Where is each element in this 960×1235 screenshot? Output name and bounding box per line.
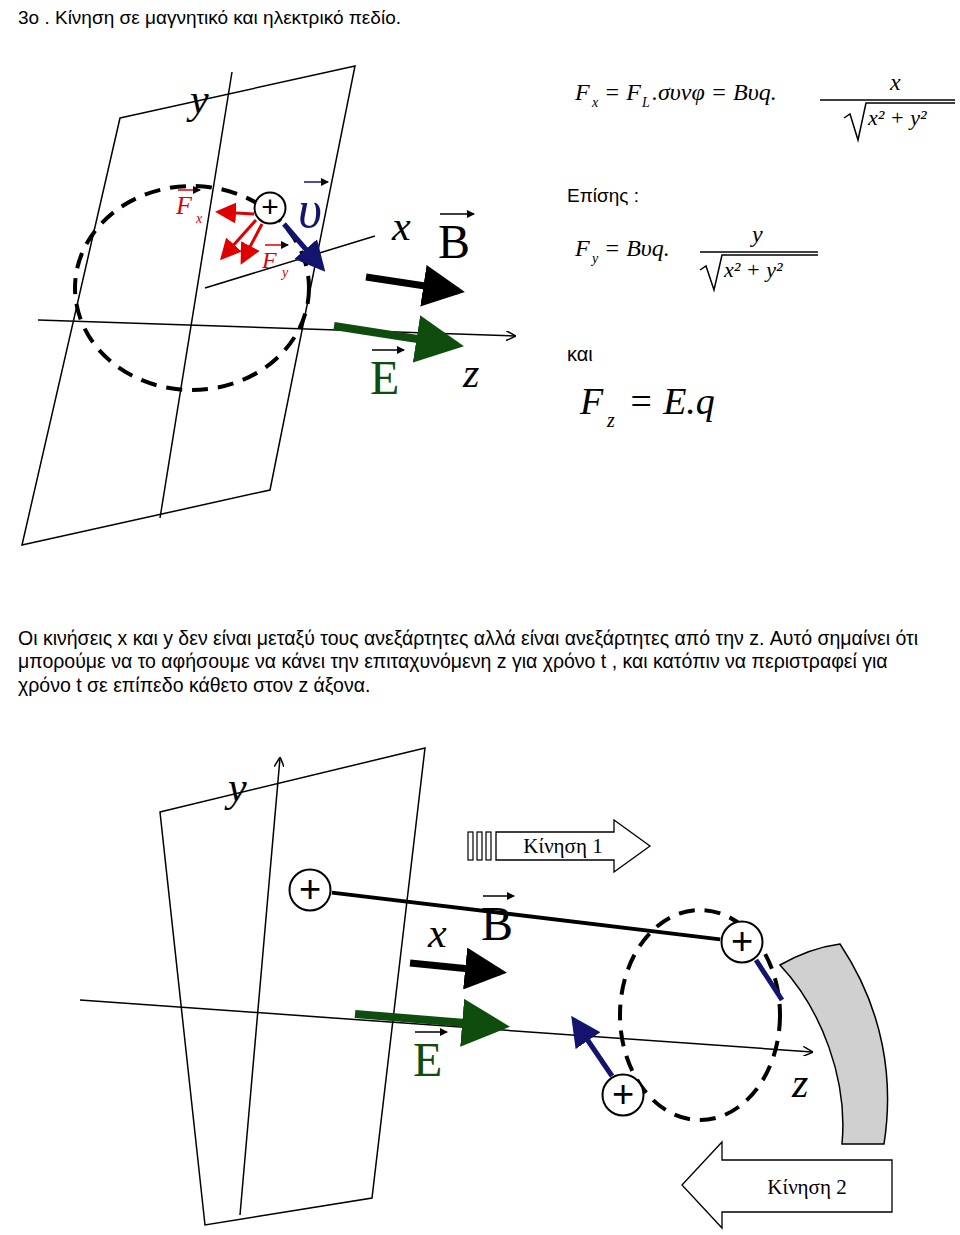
velocity-arrow xyxy=(574,1020,612,1076)
charge-circle: + xyxy=(288,868,332,912)
diagram-label: F xyxy=(575,80,590,104)
diagram-label: y xyxy=(752,222,763,246)
top-plane xyxy=(22,66,515,545)
diagram-label: x xyxy=(196,212,202,226)
diagram-label: F xyxy=(580,382,603,420)
node-text: + xyxy=(261,192,279,222)
rotation-band xyxy=(780,944,888,1144)
diagram-label: και xyxy=(567,344,593,364)
diagram-label: x² + y² xyxy=(868,107,927,129)
diagram-label: B xyxy=(481,900,513,948)
motion-arrow: Κίνηση 1 xyxy=(464,818,652,874)
diagram-label: υ xyxy=(298,184,322,236)
diagram-label: x xyxy=(428,912,447,954)
diagram-label: z xyxy=(607,410,615,430)
bottom-plane xyxy=(80,748,812,1225)
b-field-arrow xyxy=(410,963,500,972)
diagram-label: x xyxy=(890,70,901,94)
diagram-label: y xyxy=(228,766,247,808)
diagram-label: z xyxy=(792,1062,808,1104)
diagram-label: x xyxy=(392,205,411,247)
diagram-label: = F xyxy=(604,80,641,104)
b-field-arrow xyxy=(366,277,458,291)
node-text: + xyxy=(299,870,321,908)
diagram-label: = E.q xyxy=(628,382,715,420)
node-text: Κίνηση 2 xyxy=(767,1177,846,1198)
formula-lines xyxy=(700,100,955,290)
charge-circle: + xyxy=(601,1073,645,1117)
e-field-arrow xyxy=(355,1014,502,1026)
explanation-text: Οι κινήσεις x και y δεν είναι μεταξύ του… xyxy=(18,627,943,697)
diagram-label: Επίσης : xyxy=(567,186,639,205)
trajectory-line xyxy=(332,893,720,940)
node-text: + xyxy=(731,922,753,960)
page-title: 3ο . Κίνηση σε μαγνητικό και ηλεκτρικό π… xyxy=(18,8,401,27)
diagram-label: = Bυq. xyxy=(604,236,670,260)
motion-arrow: Κίνηση 2 xyxy=(680,1140,894,1230)
diagram-label: F xyxy=(575,236,590,260)
force-arrows xyxy=(218,212,262,262)
diagram-label: x xyxy=(592,96,598,110)
orbit-circle xyxy=(620,910,780,1120)
diagram-label: .συνφ = Bυq. xyxy=(652,80,777,104)
node-text: + xyxy=(612,1075,634,1113)
node-text: Κίνηση 1 xyxy=(523,836,602,857)
e-field-arrow xyxy=(334,326,456,345)
diagram-label: B xyxy=(438,218,470,266)
diagram-label: L xyxy=(642,96,650,110)
charge-circle: + xyxy=(253,191,287,225)
vector-hats xyxy=(178,182,514,1032)
diagram-label: y xyxy=(282,266,288,280)
diagram-label: F xyxy=(176,193,192,219)
orbit-circle xyxy=(75,186,309,390)
velocity-arrow xyxy=(756,960,782,1000)
diagram-label: y xyxy=(592,252,598,266)
diagram-label: F xyxy=(262,248,277,272)
diagram-label: E xyxy=(370,354,399,402)
diagram-label: y xyxy=(190,78,209,120)
diagram-label: x² + y² xyxy=(724,259,783,281)
diagram-label: z xyxy=(463,352,479,394)
charge-circle: + xyxy=(720,920,764,964)
diagram-label: E xyxy=(413,1036,442,1084)
